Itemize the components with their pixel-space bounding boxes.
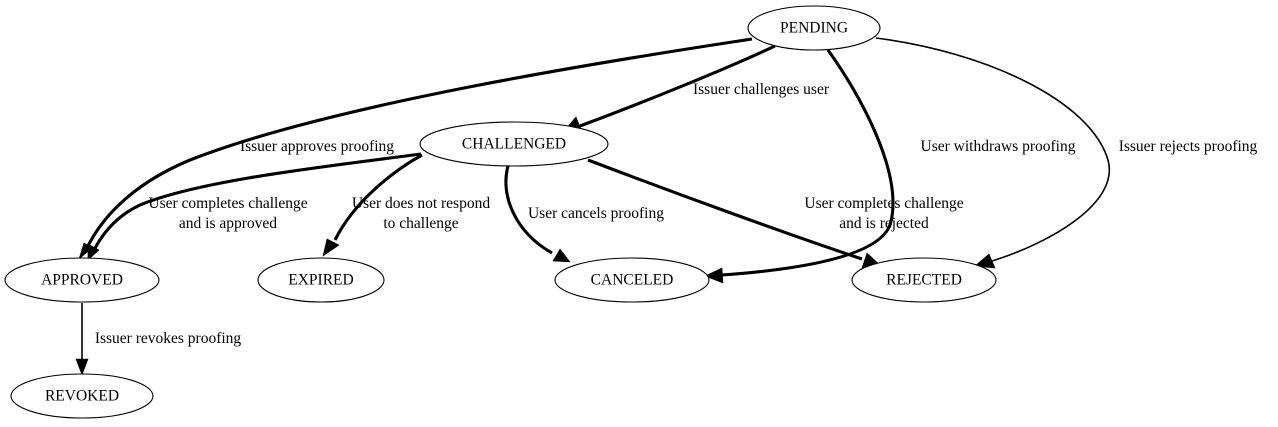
edge-challenged-canceled-arrowhead <box>552 248 571 263</box>
edge-challenged-canceled: User cancels proofing <box>504 165 664 263</box>
node-revoked-label: REVOKED <box>45 388 119 405</box>
node-revoked-ellipse[interactable] <box>10 373 154 419</box>
edge-challenged-expired-label-line2: to challenge <box>383 215 458 232</box>
node-expired[interactable]: EXPIRED <box>257 257 385 303</box>
edge-challenged-rejected-label-line2: and is rejected <box>839 215 929 232</box>
edge-pending-canceled-path <box>721 49 895 277</box>
edge-challenged-approved-label-line2: and is approved <box>179 215 277 232</box>
node-approved[interactable]: APPROVED <box>4 257 160 303</box>
node-approved-ellipse[interactable] <box>4 257 160 303</box>
edge-challenged-approved: User completes challenge and is approved <box>87 152 422 261</box>
node-rejected[interactable]: REJECTED <box>851 257 997 303</box>
node-pending-label: PENDING <box>780 20 848 37</box>
node-challenged-ellipse[interactable] <box>419 121 609 167</box>
edge-challenged-rejected-label-line1: User completes challenge <box>804 195 963 212</box>
edge-pending-rejected-path <box>875 37 1111 262</box>
edge-challenged-approved-path <box>91 152 422 253</box>
node-pending-ellipse[interactable] <box>747 5 881 51</box>
node-pending[interactable]: PENDING <box>747 5 881 51</box>
edge-challenged-canceled-path <box>504 165 553 255</box>
node-expired-ellipse[interactable] <box>257 257 385 303</box>
edge-pending-rejected-arrowhead <box>974 253 996 269</box>
edge-pending-canceled-label: User withdraws proofing <box>921 138 1076 155</box>
node-revoked[interactable]: REVOKED <box>10 373 154 419</box>
edge-challenged-expired: User does not respond to challenge <box>322 153 490 257</box>
edge-pending-challenged: Issuer challenges user <box>562 44 830 133</box>
edge-challenged-expired-arrowhead <box>322 238 340 257</box>
edge-pending-canceled: User withdraws proofing <box>704 49 1076 284</box>
edge-challenged-expired-label-line1: User does not respond <box>352 195 490 212</box>
edge-challenged-approved-arrowhead <box>87 243 100 261</box>
node-challenged[interactable]: CHALLENGED <box>419 121 609 167</box>
node-rejected-label: REJECTED <box>886 272 962 289</box>
edge-approved-revoked-label: Issuer revokes proofing <box>95 330 242 347</box>
edge-challenged-rejected: User completes challenge and is rejected <box>587 158 964 269</box>
edge-pending-approved-path <box>84 37 753 251</box>
edge-pending-challenged-path <box>579 44 776 128</box>
edge-challenged-canceled-label: User cancels proofing <box>528 205 664 222</box>
node-canceled-label: CANCELED <box>591 272 674 289</box>
edge-approved-revoked: Issuer revokes proofing <box>75 303 242 376</box>
edge-challenged-expired-path <box>333 153 423 241</box>
edge-pending-rejected: Issuer rejects proofing <box>875 37 1258 269</box>
edge-approved-revoked-arrowhead <box>75 358 89 376</box>
edge-pending-approved: Issuer approves proofing <box>78 37 753 260</box>
node-expired-label: EXPIRED <box>288 272 353 289</box>
node-challenged-label: CHALLENGED <box>462 136 566 153</box>
edge-challenged-approved-label-line1: User completes challenge <box>148 195 307 212</box>
edge-pending-challenged-label: Issuer challenges user <box>693 81 830 98</box>
edge-pending-canceled-arrowhead <box>704 267 724 284</box>
node-rejected-ellipse[interactable] <box>851 257 997 303</box>
edge-pending-rejected-label: Issuer rejects proofing <box>1119 138 1258 155</box>
edge-challenged-rejected-path <box>587 158 863 261</box>
node-canceled-ellipse[interactable] <box>554 257 710 303</box>
node-approved-label: APPROVED <box>41 272 123 289</box>
edge-pending-approved-label: Issuer approves proofing <box>240 138 394 155</box>
node-canceled[interactable]: CANCELED <box>554 257 710 303</box>
